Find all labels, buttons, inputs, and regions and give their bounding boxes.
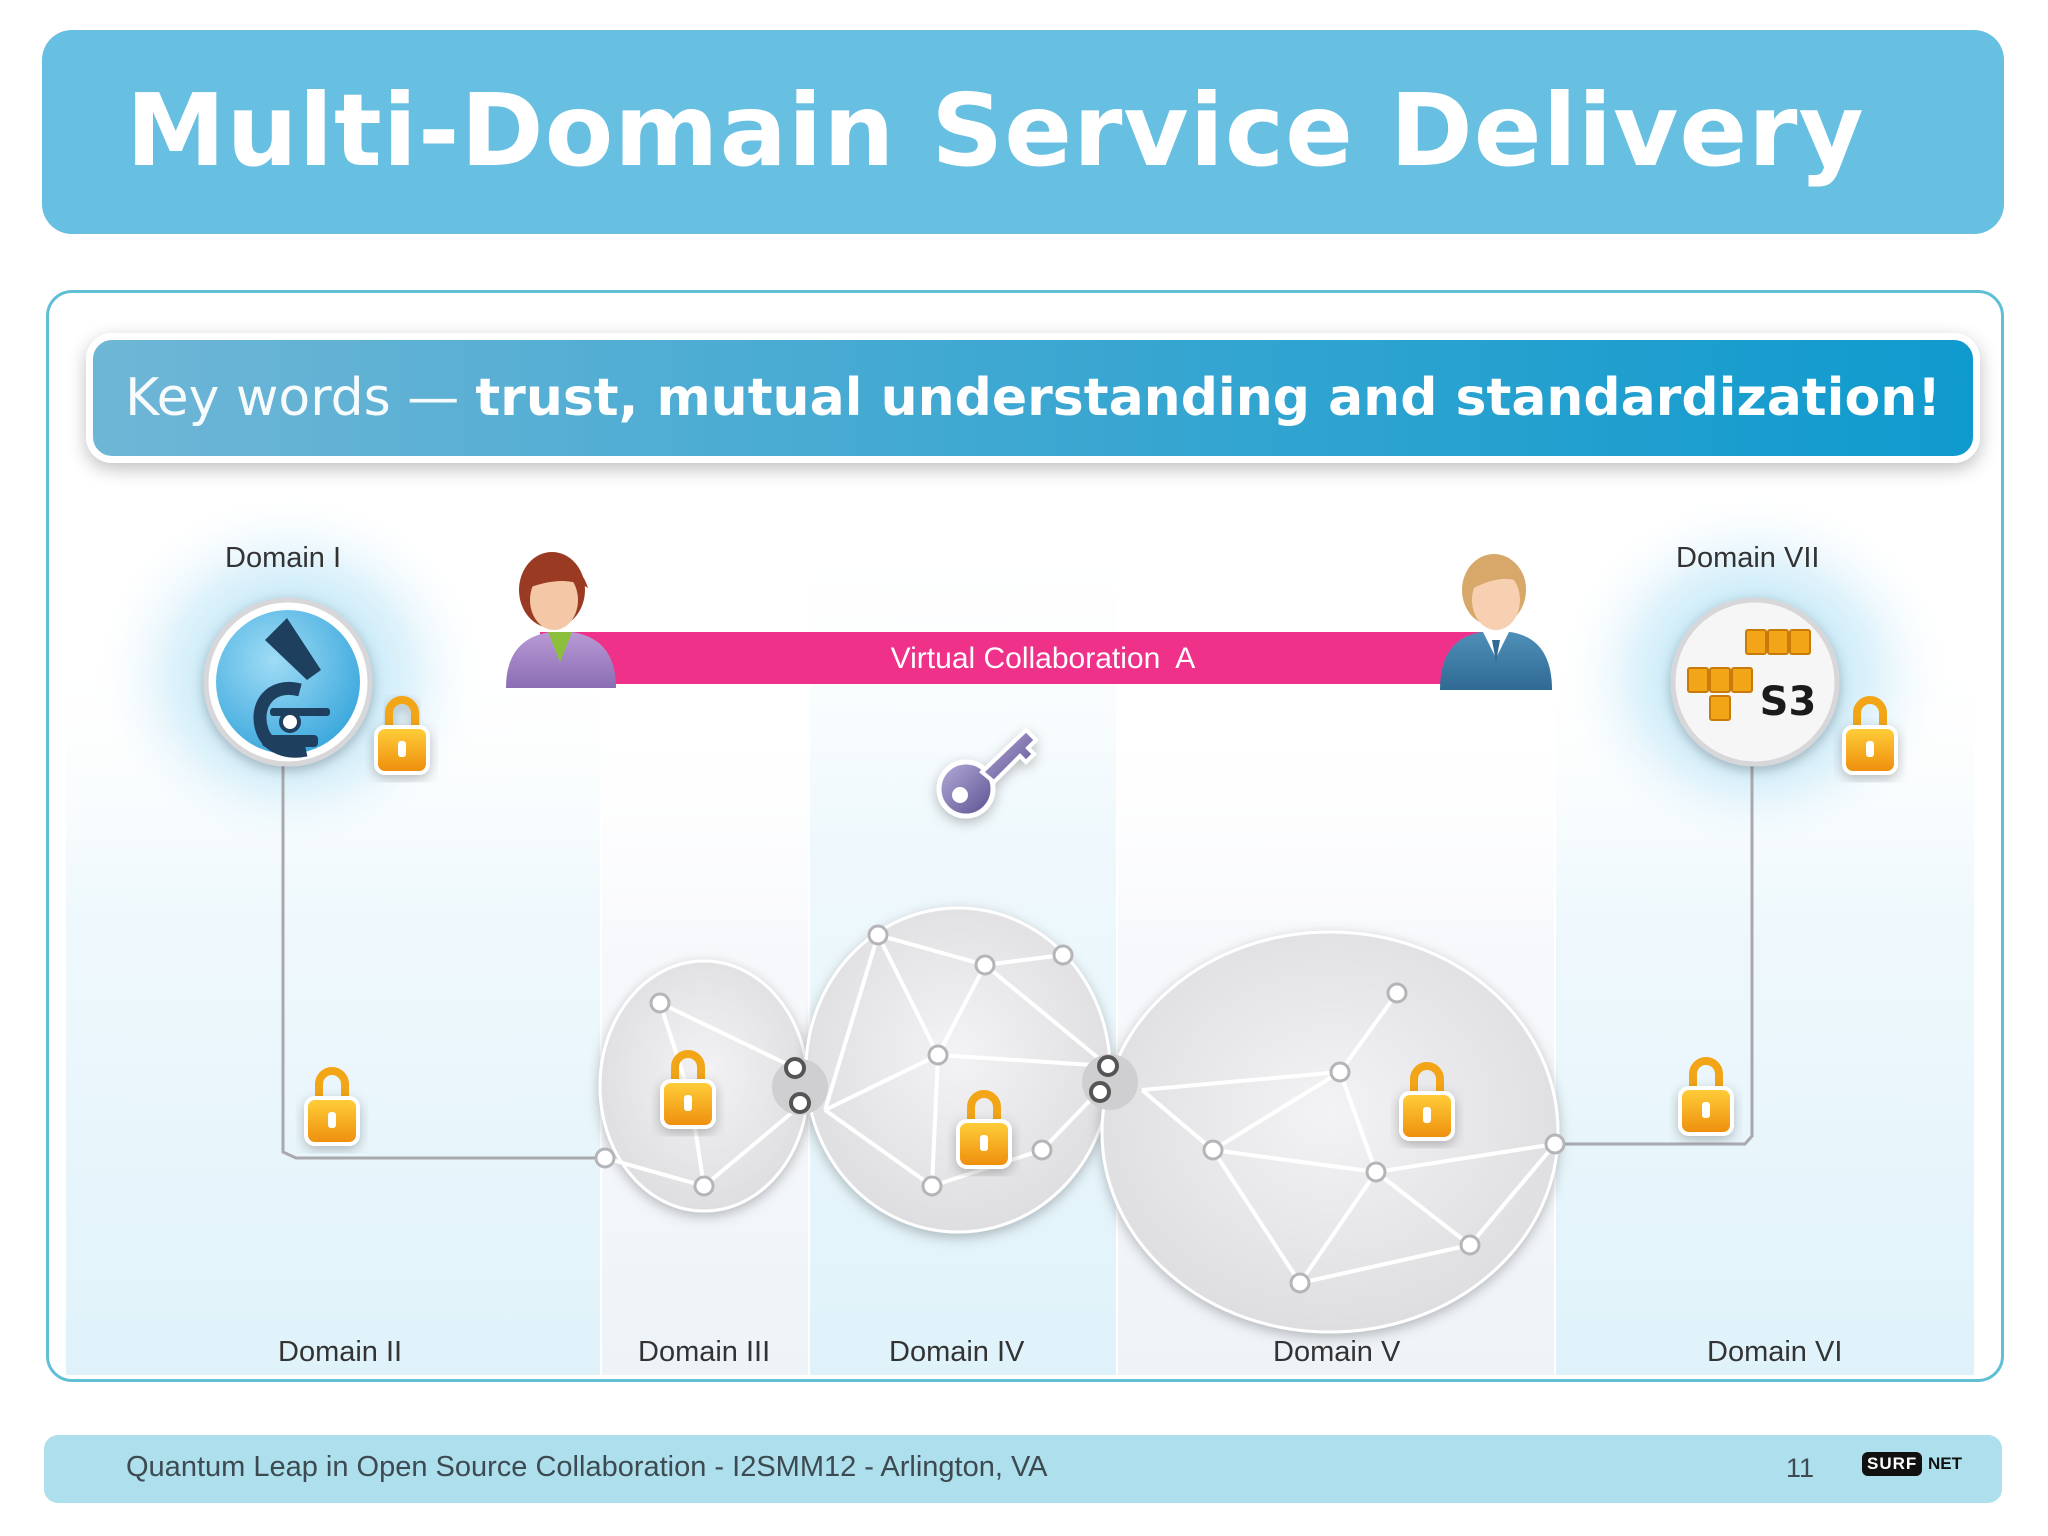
title-bar: Multi-Domain Service Delivery bbox=[42, 30, 2004, 234]
lock-icon bbox=[1678, 1057, 1734, 1136]
footer-bar: Quantum Leap in Open Source Collaboratio… bbox=[44, 1435, 2002, 1503]
keywords-prefix: Key words — bbox=[125, 368, 460, 428]
logo-surf-text: SURF bbox=[1862, 1452, 1923, 1476]
footer-caption: Quantum Leap in Open Source Collaboratio… bbox=[126, 1451, 1048, 1483]
link-domain-i-to-iii bbox=[281, 765, 605, 1160]
lock-icon bbox=[374, 696, 430, 775]
label-domain-v: Domain V bbox=[1273, 1336, 1401, 1368]
lock-icon bbox=[304, 1067, 360, 1146]
label-domain-vi: Domain VI bbox=[1707, 1336, 1843, 1368]
label-domain-vii: Domain VII bbox=[1676, 542, 1820, 574]
page-number: 11 bbox=[1786, 1453, 1815, 1483]
gateway-nodes bbox=[784, 1055, 1119, 1114]
page-title: Multi-Domain Service Delivery bbox=[126, 72, 1865, 189]
s3-label: S3 bbox=[1760, 679, 1817, 725]
lock-icon bbox=[660, 1050, 716, 1129]
microscope-icon bbox=[203, 597, 373, 767]
link-domain-v-to-vii bbox=[1555, 765, 1754, 1146]
label-domain-iii: Domain III bbox=[638, 1336, 771, 1368]
label-domain-i: Domain I bbox=[225, 542, 342, 574]
keywords-banner: Key words — trust, mutual understanding … bbox=[86, 333, 1980, 463]
user-man-icon bbox=[1440, 554, 1552, 690]
label-domain-iv: Domain IV bbox=[889, 1336, 1025, 1368]
keywords-emphasis: trust, mutual understanding and standard… bbox=[475, 368, 1941, 428]
cloud-domain-v bbox=[1100, 930, 1560, 1334]
key-icon bbox=[936, 727, 1039, 819]
lock-icon bbox=[956, 1090, 1012, 1169]
virtual-collaboration-label: Virtual Collaboration A bbox=[891, 642, 1196, 675]
logo-net-text: NET bbox=[1928, 1454, 1962, 1473]
network-nodes bbox=[594, 924, 1566, 1294]
lock-icon bbox=[1399, 1062, 1455, 1141]
s3-buckets-icon: S3 bbox=[1670, 597, 1840, 767]
user-woman-icon bbox=[506, 552, 616, 688]
lock-icon bbox=[1842, 696, 1898, 775]
virtual-collaboration-bar bbox=[540, 632, 1500, 684]
surfnet-logo: SURF NET bbox=[1862, 1448, 1968, 1494]
label-domain-ii: Domain II bbox=[278, 1336, 403, 1368]
